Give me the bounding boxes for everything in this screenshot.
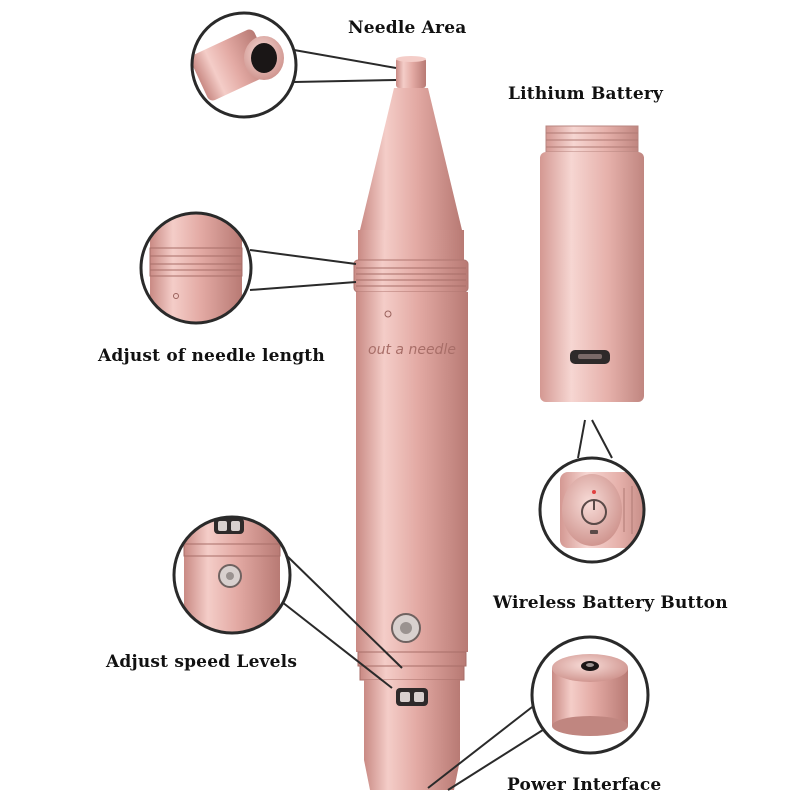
knurl-lines: [356, 267, 466, 287]
battery-thread: [545, 125, 639, 153]
label-needle-area: Needle Area: [348, 18, 467, 38]
label-lithium-battery: Lithium Battery: [508, 84, 664, 104]
pen-brand-text: out a needle: [368, 342, 456, 358]
battery-body: [540, 152, 644, 402]
label-speed-levels: Adjust speed Levels: [106, 652, 298, 672]
needle-length-ring: [353, 259, 469, 293]
callout-lines: [249, 49, 613, 791]
speed-dial-center: [400, 622, 412, 634]
needle-tip: [396, 58, 426, 88]
label-needle-length: Adjust of needle length: [98, 346, 325, 366]
callout-power-interface: [530, 635, 650, 755]
pen: out a needle: [353, 56, 469, 790]
needle-tip-top: [396, 56, 426, 62]
label-wireless-battery-button: Wireless Battery Button: [493, 593, 728, 613]
battery-thread-lines: [546, 132, 638, 148]
label-power-interface: Power Interface: [507, 775, 662, 795]
callout-needle-area: [190, 11, 298, 119]
pen-taper: [360, 88, 462, 230]
grip-ring-upper: [357, 651, 467, 667]
indicator-dot: [384, 310, 392, 318]
grip-ring-lower: [359, 665, 465, 681]
callout-needle-length: [139, 211, 253, 325]
callout-speed-levels: [172, 515, 292, 635]
lithium-battery: [540, 125, 644, 402]
speed-switch-left: [400, 692, 410, 702]
callout-wireless-button: [538, 456, 646, 564]
usb-port-inner: [578, 354, 602, 359]
speed-switch-right: [414, 692, 424, 702]
pen-body: [356, 292, 468, 652]
pen-collar: [358, 230, 464, 260]
